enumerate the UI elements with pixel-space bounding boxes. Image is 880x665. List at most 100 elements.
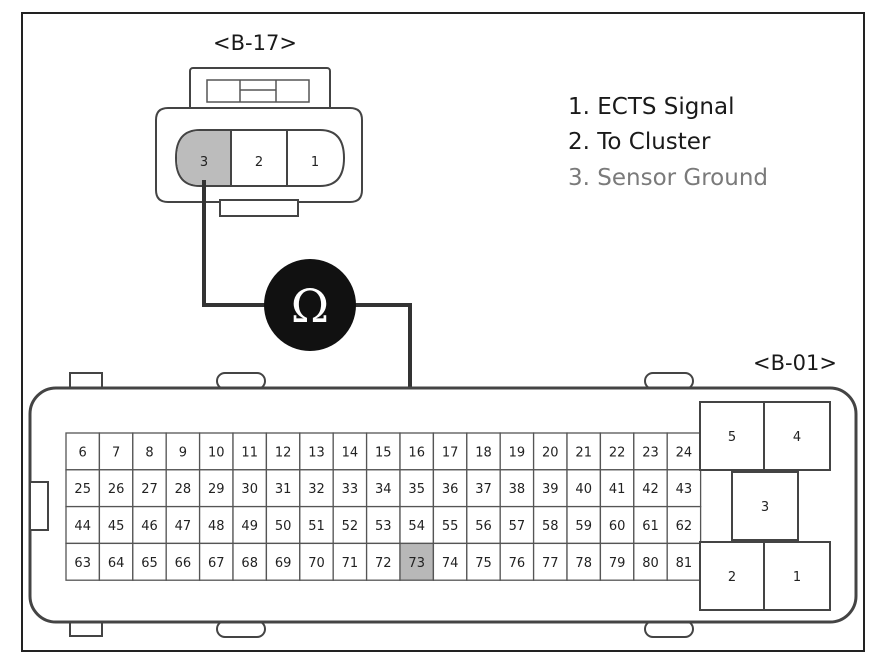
connector-b01-pin-cell: [65, 505, 101, 545]
connector-b01-pin-label: 70: [308, 556, 325, 571]
legend: 1. ECTS Signal 2. To Cluster 3. Sensor G…: [568, 94, 768, 191]
connector-b01-side-pin: 2: [728, 570, 736, 585]
connector-b01-pin-label: 81: [676, 556, 693, 571]
connector-b17-pin3-highlight: [177, 131, 230, 185]
connector-b01-pin-cell: [198, 542, 234, 581]
connector-b01-pin-cell: [332, 542, 368, 581]
connector-b01-pin-label: 65: [141, 556, 158, 571]
connector-b17: 3 2 1: [155, 67, 363, 217]
connector-b01-pin-label: 18: [475, 445, 492, 460]
connector-b01-pin-label: 35: [408, 482, 425, 497]
connector-b01-pin-label: 11: [241, 445, 258, 460]
connector-b01-pin-cell: [132, 542, 167, 581]
connector-b01-pin-cell: [432, 469, 468, 508]
connector-b01-pin-label: 29: [208, 482, 225, 497]
connector-b01-pin-cell: [265, 505, 301, 545]
connector-b01-side-pin: 3: [761, 500, 769, 515]
connector-b01-pin-label: 30: [241, 482, 258, 497]
connector-b01-pin-cell: [666, 432, 702, 471]
connector-b01-pin-cell: [365, 505, 401, 545]
connector-b01-pin-cell: [566, 505, 602, 545]
connector-b01-pin-cell: [633, 542, 668, 581]
connector-b17-title: <B-17>: [213, 31, 297, 55]
connector-b01-pin-label: 14: [342, 445, 359, 460]
connector-b01-pin-label: 27: [141, 482, 158, 497]
connector-b01-pin-label: 15: [375, 445, 392, 460]
connector-b01-pin-cell: [399, 469, 435, 508]
ohm-symbol: Ω: [291, 279, 329, 333]
connector-b01-pin-label: 20: [542, 445, 559, 460]
connector-b01-pin-label: 8: [145, 445, 153, 460]
connector-b01-pin-label: 71: [342, 556, 359, 571]
connector-b01-key: [29, 481, 49, 531]
connector-b01-pin-label: 53: [375, 519, 392, 534]
connector-b01-pin-label: 22: [609, 445, 626, 460]
connector-b01-pin-label: 33: [342, 482, 359, 497]
connector-b01-pin-cell: [566, 542, 602, 581]
connector-b01-pin-label: 49: [241, 519, 258, 534]
connector-b01-pin-cell: [466, 542, 501, 581]
connector-b01-pin-label: 78: [575, 556, 592, 571]
connector-b01-pin-label: 80: [642, 556, 659, 571]
connector-b01-pin-cell: [232, 542, 268, 581]
connector-b01-pin-label: 23: [642, 445, 659, 460]
connector-b01-pin-label: 37: [475, 482, 492, 497]
connector-b01-pin-label: 68: [241, 556, 258, 571]
connector-b01-pin-label: 48: [208, 519, 225, 534]
connector-b01-pin-label: 59: [575, 519, 592, 534]
connector-b01-pin-cell: [265, 469, 301, 508]
connector-b01-pin-label: 12: [275, 445, 292, 460]
connector-b01-pin-label: 61: [642, 519, 659, 534]
connector-b01-pin-label: 79: [609, 556, 626, 571]
connector-b01-pin-cell: [466, 432, 501, 471]
connector-b17-pin: 3: [200, 155, 208, 170]
connector-b17-latch-window: [206, 79, 310, 103]
connector-b01-side-pin: 5: [728, 430, 736, 445]
connector-b01-pin-label: 50: [275, 519, 292, 534]
connector-b01-pin-cell: [532, 505, 568, 545]
connector-b01-pin-cell: [65, 542, 101, 581]
connector-b01-pin-label: 21: [575, 445, 592, 460]
connector-b01-pin-cell: [98, 542, 134, 581]
connector-b01-pin-label: 25: [74, 482, 91, 497]
connector-b01-pin-label: 57: [509, 519, 526, 534]
connector-b01-pin-label: 47: [175, 519, 192, 534]
connector-b01-pin-cell: [299, 542, 334, 581]
connector-b01-pin-label: 43: [676, 482, 693, 497]
connector-b01-pin-cell: [165, 542, 201, 581]
connector-b17-pin: 1: [311, 155, 319, 170]
connector-b01-pin-label: 17: [442, 445, 459, 460]
connector-b01-pin-label: 52: [342, 519, 359, 534]
connector-b01-pin-label: 9: [179, 445, 187, 460]
connector-b01-pin-cell: [432, 542, 468, 581]
connector-b01-pin-label: 69: [275, 556, 292, 571]
connector-b01-pin-label: 24: [676, 445, 693, 460]
connector-b01-pin-label: 74: [442, 556, 459, 571]
connector-b01-pin-label: 34: [375, 482, 392, 497]
connector-b01-pin-label: 60: [609, 519, 626, 534]
connector-b01-pin-cell: [499, 505, 535, 545]
connector-b01-pin-label: 19: [509, 445, 526, 460]
connector-b01-pin-label: 42: [642, 482, 659, 497]
connector-b01-pin-cell: [666, 469, 702, 508]
connector-b01-pin-label: 46: [141, 519, 158, 534]
connector-b01-pin-cell: [599, 542, 635, 581]
connector-b01-pin-label: 39: [542, 482, 559, 497]
connector-b01-pin-label: 55: [442, 519, 459, 534]
ohmmeter: Ω: [264, 259, 356, 351]
connector-b01-pin-cell: [332, 432, 368, 471]
connector-b01-pin-label: 66: [175, 556, 192, 571]
connector-b01-pin-cell: [332, 469, 368, 508]
connector-b01-pin-label: 76: [509, 556, 526, 571]
connector-b01-pin-label: 58: [542, 519, 559, 534]
connector-b01-pin-label: 7: [112, 445, 120, 460]
connector-b01-pin-label: 32: [308, 482, 325, 497]
connector-b17-pin: 2: [255, 155, 263, 170]
connector-b01-pin-highlight: [399, 542, 435, 581]
connector-b01-pin-cell: [432, 505, 468, 545]
connector-b01-pin-label: 75: [475, 556, 492, 571]
connector-b01-pin-label: 56: [475, 519, 492, 534]
